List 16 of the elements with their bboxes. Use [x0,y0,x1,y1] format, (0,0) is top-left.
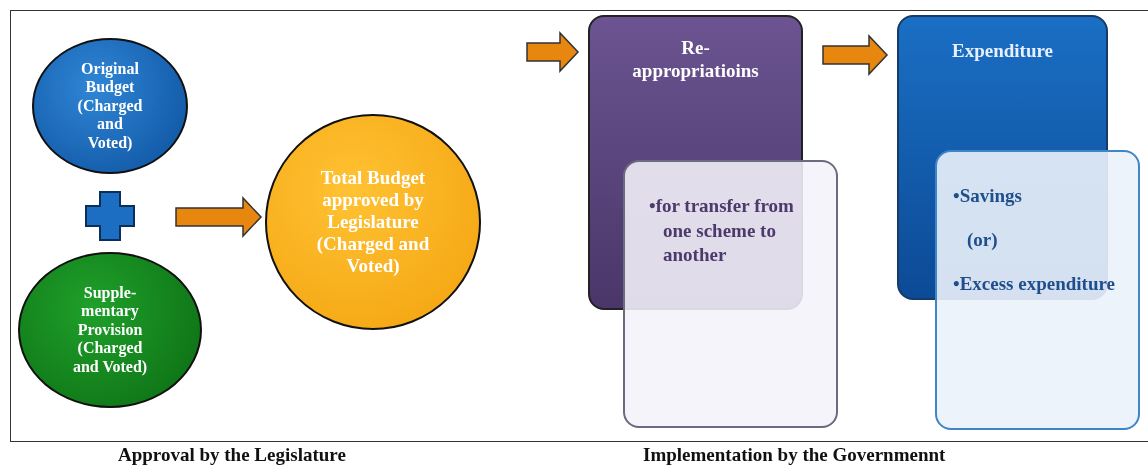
node-text: •Excess expenditure [953,271,1116,296]
node-text: •for transfer from one scheme to another [649,194,795,268]
block-arrow [175,196,263,238]
node-text: Expenditure [952,39,1053,63]
node-text: Supple-mentary Provision (Charged and Voted) [71,284,149,376]
block-arrow [526,31,580,73]
note-card [623,160,838,428]
note-card [935,150,1140,430]
node-text: •Savings [953,184,1023,208]
section-caption: Implementation by the Governmennt [643,443,946,467]
node-text: Total Budget approved by Legislature (Charged and Voted) [315,167,431,277]
section-caption: Approval by the Legislature [118,443,346,467]
node-text: Original Budget (Charged and Voted) [76,60,144,152]
block-arrow [822,34,889,76]
node-text: (or) [967,227,999,252]
node-text: Re-appropriatioins [631,37,760,83]
